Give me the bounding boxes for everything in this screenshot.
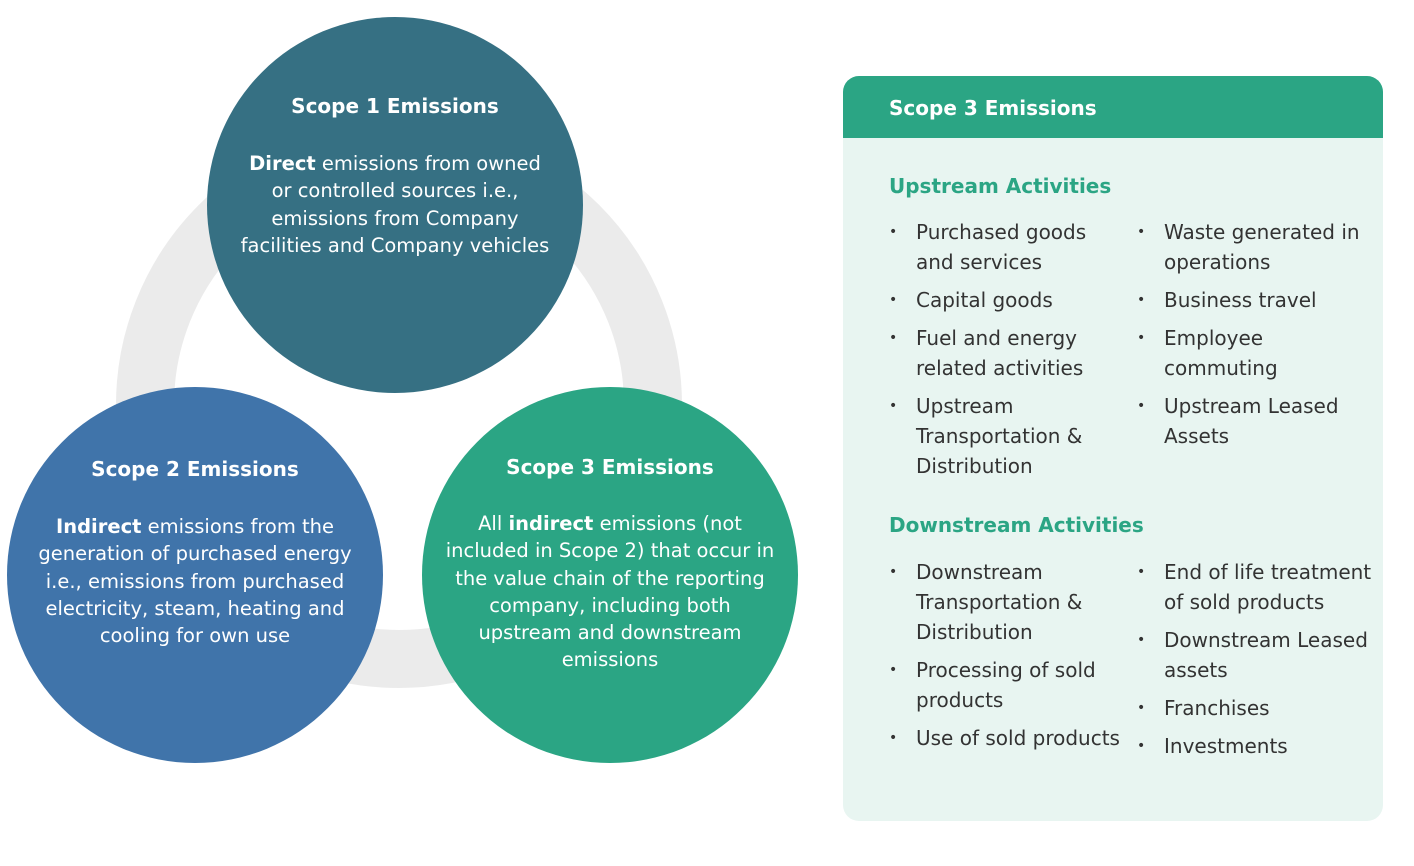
list-item: • Business travel <box>1137 285 1377 315</box>
bullet-icon: • <box>1137 632 1146 648</box>
list-item: • Employee commuting <box>1137 323 1377 383</box>
panel-header: Scope 3 Emissions <box>843 76 1383 138</box>
list-item: • Upstream Transportation & Distribution <box>889 391 1129 481</box>
scope3-pre: All <box>478 512 509 535</box>
bullet-icon: • <box>889 330 898 346</box>
scope2-title: Scope 2 Emissions <box>91 457 299 481</box>
bullet-icon: • <box>1137 700 1146 716</box>
list-item-text: End of life treatment of sold products <box>1164 560 1372 614</box>
bullet-icon: • <box>889 292 898 308</box>
list-item-text: Purchased goods and services <box>916 220 1087 274</box>
list-item: • Franchises <box>1137 693 1377 723</box>
scope2-description: Indirect emissions from the generation o… <box>27 513 363 649</box>
list-item-text: Waste generated in operations <box>1164 220 1360 274</box>
list-item: • Downstream Transportation & Distributio… <box>889 557 1129 647</box>
list-item: • Upstream Leased Assets <box>1137 391 1377 451</box>
list-item-text: Upstream Leased Assets <box>1164 394 1339 448</box>
bullet-icon: • <box>889 730 898 746</box>
list-item-text: Employee commuting <box>1164 326 1278 380</box>
bullet-icon: • <box>1137 738 1146 754</box>
scope1-text: emissions from owned or controlled sourc… <box>240 152 550 257</box>
scope3-circle: Scope 3 Emissions All indirect emissions… <box>422 387 798 763</box>
scope3-title: Scope 3 Emissions <box>506 455 714 479</box>
bullet-icon: • <box>889 662 898 678</box>
downstream-list-left: • Downstream Transportation & Distributio… <box>889 557 1129 761</box>
bullet-icon: • <box>889 224 898 240</box>
scope1-title: Scope 1 Emissions <box>291 94 499 118</box>
upstream-title: Upstream Activities <box>889 174 1112 198</box>
scope1-circle: Scope 1 Emissions Direct emissions from … <box>207 17 583 393</box>
scope2-circle: Scope 2 Emissions Indirect emissions fro… <box>7 387 383 763</box>
upstream-list-left: • Purchased goods and services • Capital go… <box>889 217 1129 489</box>
scope3-panel: Scope 3 Emissions Upstream Activities • P… <box>843 76 1383 821</box>
list-item-text: Business travel <box>1164 288 1317 312</box>
list-item: • Processing of sold products <box>889 655 1129 715</box>
bullet-icon: • <box>889 398 898 414</box>
list-item-text: Upstream Transportation & Distribution <box>916 394 1083 478</box>
scope2-keyword: Indirect <box>55 515 142 538</box>
scope3-text: emissions (not included in Scope 2) that… <box>445 512 775 672</box>
scope3-keyword: indirect <box>508 512 594 535</box>
scope3-description: All indirect emissions (not included in … <box>442 510 778 674</box>
list-item-text: Investments <box>1164 734 1288 758</box>
list-item: • Fuel and energy related activities <box>889 323 1129 383</box>
bullet-icon: • <box>1137 564 1146 580</box>
bullet-icon: • <box>1137 330 1146 346</box>
scope1-description: Direct emissions from owned or controlle… <box>237 150 553 259</box>
list-item-text: Downstream Transportation & Distribution <box>916 560 1083 644</box>
list-item: • End of life treatment of sold products <box>1137 557 1377 617</box>
list-item-text: Processing of sold products <box>916 658 1096 712</box>
list-item-text: Use of sold products <box>916 726 1120 750</box>
list-item: • Waste generated in operations <box>1137 217 1377 277</box>
upstream-list-right: • Waste generated in operations • Business … <box>1137 217 1377 459</box>
downstream-title: Downstream Activities <box>889 513 1144 537</box>
bullet-icon: • <box>1137 398 1146 414</box>
list-item-text: Fuel and energy related activities <box>916 326 1084 380</box>
scope1-keyword: Direct <box>249 152 316 175</box>
bullet-icon: • <box>1137 224 1146 240</box>
list-item: • Investments <box>1137 731 1377 761</box>
list-item-text: Franchises <box>1164 696 1270 720</box>
list-item-text: Capital goods <box>916 288 1053 312</box>
list-item: • Purchased goods and services <box>889 217 1129 277</box>
list-item: • Downstream Leased assets <box>1137 625 1377 685</box>
downstream-list-right: •End of life treatment of sold products•… <box>1137 557 1377 769</box>
scope2-text: emissions from the generation of purchas… <box>38 515 352 648</box>
list-item-text: Downstream Leased assets <box>1164 628 1368 682</box>
list-item: • Capital goods <box>889 285 1129 315</box>
bullet-icon: • <box>889 564 898 580</box>
list-item: • Use of sold products <box>889 723 1129 753</box>
bullet-icon: • <box>1137 292 1146 308</box>
